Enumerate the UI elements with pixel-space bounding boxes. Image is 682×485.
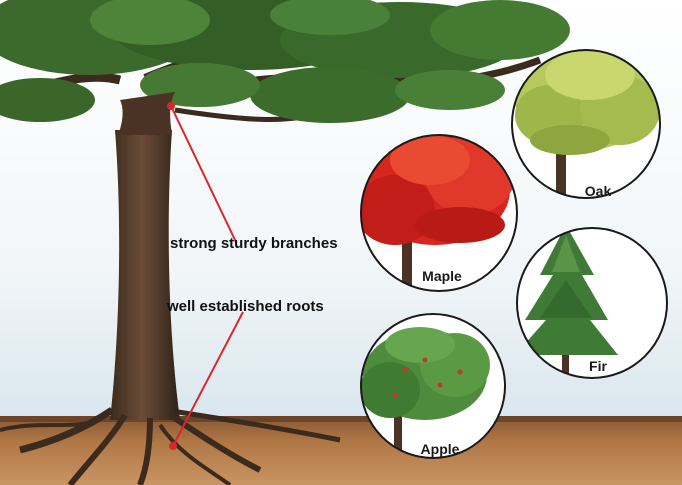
fir-label: Fir [589, 358, 607, 374]
maple-tree-circle [360, 134, 518, 292]
apple-label: Apple [420, 441, 460, 457]
branches-annotation: strong sturdy branches [170, 235, 338, 252]
maple-label: Maple [422, 268, 462, 284]
branches-marker [167, 102, 175, 110]
large-tree-canopy [0, 0, 570, 123]
branches-leader-line [170, 105, 237, 243]
oak-tree-circle [511, 49, 661, 199]
large-tree-trunk [0, 92, 341, 485]
fir-tree-circle [516, 227, 668, 379]
roots-leader-line [172, 311, 244, 447]
oak-label: Oak [584, 183, 612, 199]
apple-tree-circle [360, 313, 506, 459]
roots-marker [169, 442, 177, 450]
leader-lines [167, 102, 244, 450]
roots-annotation: well established roots [167, 298, 324, 315]
